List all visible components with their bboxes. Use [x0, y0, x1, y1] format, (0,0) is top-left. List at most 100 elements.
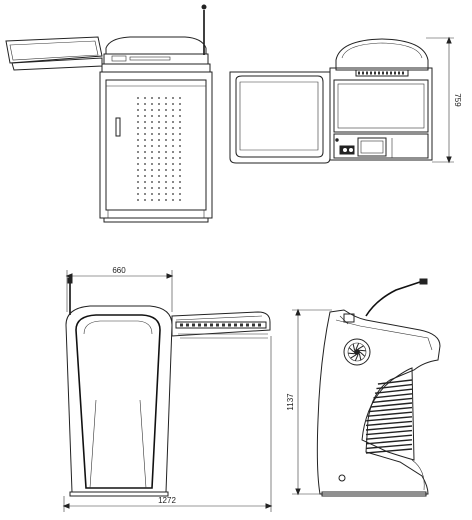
- grille-dot: [179, 139, 181, 141]
- touch-panel: [357, 137, 387, 157]
- grille-dot: [165, 115, 167, 117]
- grille-dot: [137, 163, 139, 165]
- grille-dot: [165, 151, 167, 153]
- grille-dot: [158, 157, 160, 159]
- grille-dot: [151, 145, 153, 147]
- grille-dot: [144, 103, 146, 105]
- grille-dot: [151, 193, 153, 195]
- strip-button: [398, 71, 400, 75]
- grille-dot: [144, 181, 146, 183]
- strip-button: [186, 323, 189, 327]
- grille-dot: [165, 157, 167, 159]
- grille-dot: [137, 121, 139, 123]
- strip-button: [180, 323, 183, 327]
- strip-button: [198, 323, 201, 327]
- grille-dot: [151, 157, 153, 159]
- grille-dot: [151, 175, 153, 177]
- grille-dot: [165, 121, 167, 123]
- grille-dot: [172, 109, 174, 111]
- grille-dot: [151, 163, 153, 165]
- grille-dot: [158, 193, 160, 195]
- grille-dot: [179, 127, 181, 129]
- vent-slat: [365, 434, 413, 440]
- back-panel: [75, 314, 161, 489]
- grille-dot: [144, 157, 146, 159]
- grille-dot: [172, 133, 174, 135]
- strip-button: [240, 323, 243, 327]
- grille-dot: [165, 193, 167, 195]
- strip-button: [394, 71, 396, 75]
- grille-dot: [165, 169, 167, 171]
- fan-blade: [357, 345, 364, 350]
- grille-dot: [158, 199, 160, 201]
- grille-dot: [137, 109, 139, 111]
- grille-dot: [165, 109, 167, 111]
- grille-dot: [151, 139, 153, 141]
- grille-dot: [137, 151, 139, 153]
- grille-dot: [172, 97, 174, 99]
- view-front-top-left: [5, 4, 213, 223]
- grille-dot: [179, 175, 181, 177]
- grille-dot: [172, 139, 174, 141]
- vent-slat: [371, 397, 413, 404]
- fan-vent-icon: [343, 338, 371, 366]
- dim-height-side: 1137: [286, 393, 295, 411]
- grille-dot: [158, 163, 160, 165]
- grille-dot: [165, 139, 167, 141]
- grille-dot: [151, 103, 153, 105]
- vent-slat: [374, 388, 413, 394]
- grille-dot: [158, 169, 160, 171]
- grille-dot: [172, 145, 174, 147]
- grille-dot: [144, 109, 146, 111]
- grille-dot: [165, 187, 167, 189]
- grille-dot: [158, 121, 160, 123]
- fan-blade: [352, 343, 356, 351]
- grille-dot: [158, 139, 160, 141]
- view-back-bottom-left: 660 1272: [62, 266, 273, 512]
- grille-dot: [165, 145, 167, 147]
- grille-dot: [165, 103, 167, 105]
- side-monitor-lid: [5, 36, 103, 64]
- grille-dot: [158, 181, 160, 183]
- grille-dot: [151, 121, 153, 123]
- speaker-grille-icon: [137, 97, 181, 201]
- grille-dot: [158, 151, 160, 153]
- grille-dot: [179, 103, 181, 105]
- vent-slat: [365, 448, 413, 454]
- grille-dot: [151, 133, 153, 135]
- cabinet-door: [105, 79, 207, 211]
- grille-dot: [158, 175, 160, 177]
- main-monitor: [333, 79, 429, 133]
- grille-dot: [179, 121, 181, 123]
- side-shell: [316, 309, 441, 495]
- grille-dot: [172, 199, 174, 201]
- grille-dot: [144, 199, 146, 201]
- grille-dot: [144, 193, 146, 195]
- grille-dot: [151, 97, 153, 99]
- grille-dot: [151, 115, 153, 117]
- strip-button: [378, 71, 380, 75]
- grille-dot: [172, 115, 174, 117]
- grille-dot: [179, 199, 181, 201]
- grille-dot: [158, 187, 160, 189]
- grille-dot: [172, 127, 174, 129]
- grille-dot: [144, 115, 146, 117]
- fan-blade: [359, 351, 366, 357]
- grille-dot: [144, 133, 146, 135]
- grille-dot: [144, 145, 146, 147]
- strip-button: [204, 323, 207, 327]
- grille-dot: [179, 187, 181, 189]
- grille-dot: [179, 163, 181, 165]
- side-unit: [171, 311, 271, 337]
- grille-dot: [137, 127, 139, 129]
- grille-dot: [144, 163, 146, 165]
- grille-dot: [158, 97, 160, 99]
- door-handle: [115, 117, 121, 137]
- grille-dot: [151, 199, 153, 201]
- fan-blade: [358, 353, 362, 361]
- grille-dot: [165, 199, 167, 201]
- grille-dot: [137, 145, 139, 147]
- grille-dot: [172, 121, 174, 123]
- strip-button: [216, 323, 219, 327]
- grille-dot: [172, 169, 174, 171]
